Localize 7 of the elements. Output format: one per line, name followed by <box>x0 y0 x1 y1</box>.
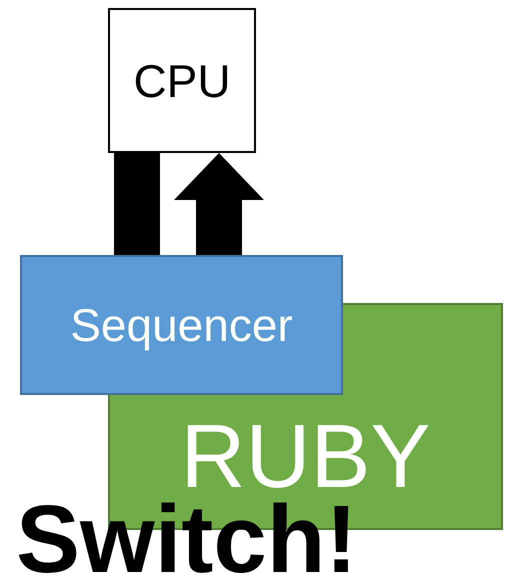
node-label: CPU <box>133 58 231 104</box>
sequencer-box <box>20 255 343 395</box>
arrow <box>114 153 160 255</box>
arrow <box>174 153 264 255</box>
cpu-box <box>108 8 256 153</box>
node-label: RUBY <box>180 412 431 502</box>
node-label: Sequencer <box>70 302 293 348</box>
